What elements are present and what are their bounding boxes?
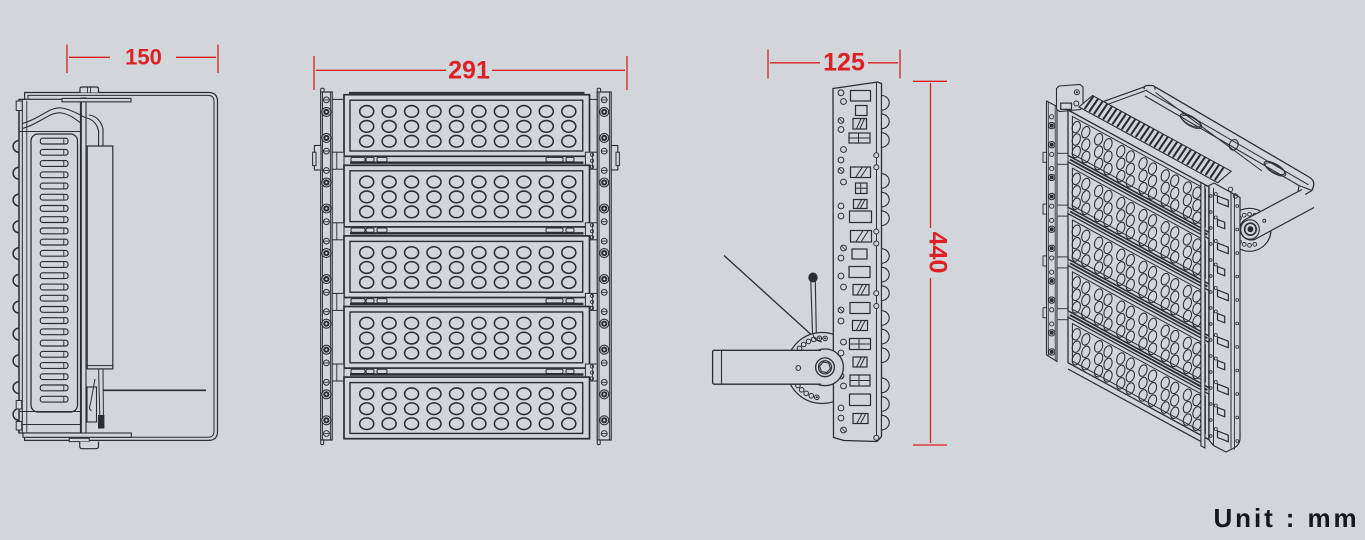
- svg-text:125: 125: [823, 49, 865, 77]
- svg-text:440: 440: [924, 232, 952, 274]
- svg-text:Unit : mm: Unit : mm: [1214, 503, 1360, 533]
- svg-text:291: 291: [448, 57, 490, 85]
- svg-text:150: 150: [125, 45, 162, 70]
